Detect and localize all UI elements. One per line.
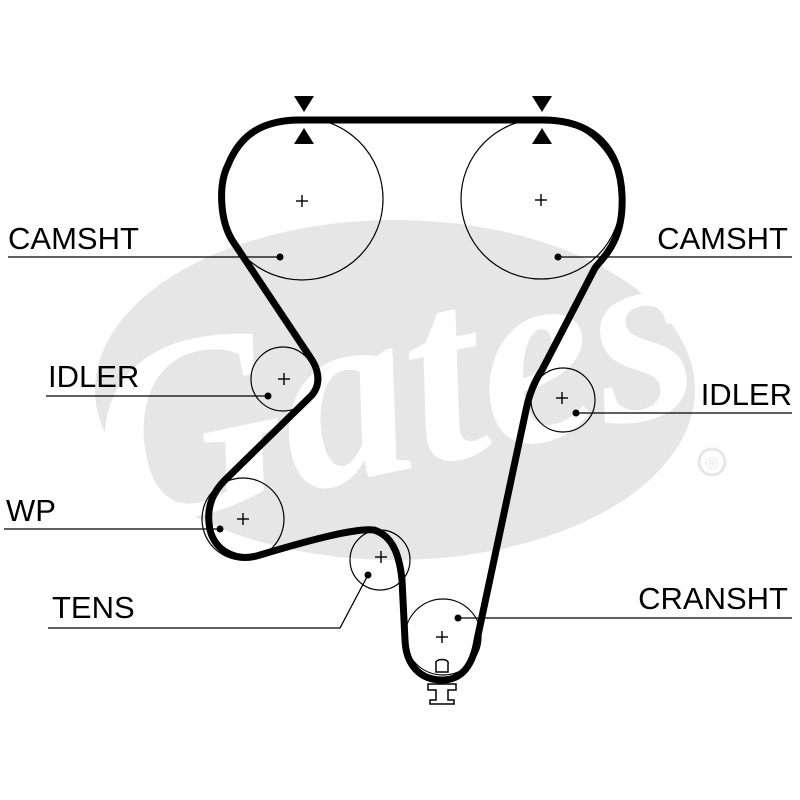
- leader-dot-tensioner: [364, 571, 372, 579]
- leader-dot-idler-right: [572, 409, 580, 417]
- leader-tensioner: [48, 574, 369, 629]
- pulley-centres: [237, 194, 568, 643]
- label-idler-right: IDLER: [701, 377, 792, 412]
- registered-mark-circle: [697, 447, 727, 477]
- crankshaft-centre: [436, 631, 448, 643]
- watermark-ellipse: [95, 220, 695, 560]
- leader-dot-idler-left: [264, 392, 272, 400]
- timing-marks: [294, 96, 552, 144]
- camshaft-right-centre: [535, 194, 547, 206]
- tensioner-centre: [375, 551, 387, 563]
- label-camshaft-left: CAMSHT: [8, 221, 139, 256]
- watermark-brand-text: Gates: [65, 179, 718, 587]
- idler-right-centre: [556, 392, 568, 404]
- leader-lines: [4, 253, 792, 629]
- label-idler-left: IDLER: [48, 359, 139, 394]
- camshaft-left-centre: [296, 195, 308, 207]
- label-water-pump: WP: [6, 493, 56, 528]
- label-camshaft-right: CAMSHT: [657, 221, 788, 256]
- water-pump-centre: [237, 513, 249, 525]
- timing-mark-left-top: [294, 96, 314, 112]
- leader-dot-camshaft-right: [554, 253, 562, 261]
- registered-mark: ®: [706, 454, 719, 473]
- label-tensioner: TENS: [52, 590, 135, 625]
- timing-mark-left-bottom: [294, 128, 314, 144]
- gates-watermark: Gates ®: [65, 179, 727, 587]
- leader-dot-crankshaft: [454, 614, 462, 622]
- timing-mark-right-top: [532, 96, 552, 112]
- leader-dot-camshaft-left: [276, 253, 284, 261]
- label-crankshaft: CRANSHT: [638, 581, 788, 616]
- crank-timing-mark: [427, 658, 457, 705]
- timing-mark-right-bottom: [532, 128, 552, 144]
- idler-left-centre: [278, 373, 290, 385]
- leader-dot-water-pump: [216, 525, 224, 533]
- component-labels: CAMSHT CAMSHT IDLER IDLER WP TENS CRANSH…: [6, 221, 792, 625]
